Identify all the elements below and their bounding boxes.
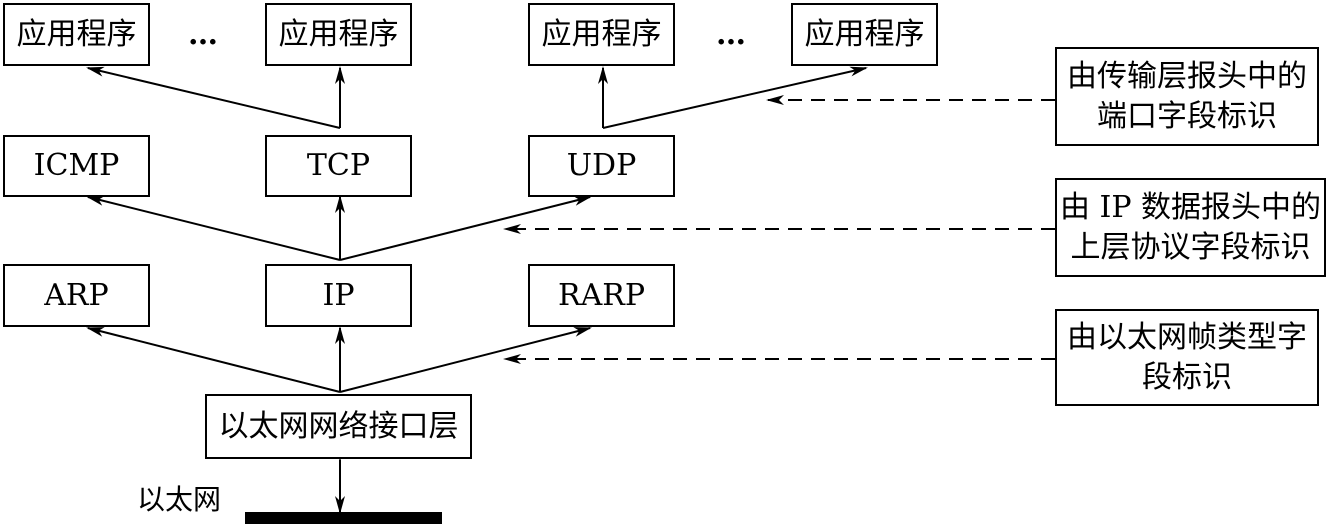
icmp-label: ICMP — [33, 148, 120, 183]
ellipsis-left: … — [188, 17, 220, 52]
udp-label: UDP — [566, 148, 637, 183]
icmp-box: ICMP — [3, 135, 150, 197]
arrow-tcp-app1 — [86, 66, 341, 129]
ethernet-type-note: 由以太网帧类型字 段标识 — [1055, 309, 1319, 406]
arp-box: ARP — [3, 264, 150, 327]
port-field-note: 由传输层报头中的 端口字段标识 — [1055, 47, 1319, 146]
ellipsis-right: … — [716, 17, 748, 52]
ip-box: IP — [265, 264, 412, 327]
port-note-line2: 端口字段标识 — [1097, 98, 1277, 134]
tcp-label: TCP — [306, 148, 371, 183]
rarp-box: RARP — [528, 264, 675, 327]
arrow-ip-udp — [339, 196, 592, 261]
ethernet-interface-label: 以太网网络接口层 — [218, 408, 459, 444]
arrow-udp-app4 — [602, 66, 868, 129]
arp-label: ARP — [44, 277, 109, 313]
application-box-3: 应用程序 — [528, 3, 675, 66]
application-label: 应用程序 — [804, 16, 925, 52]
ip-note-line2: 上层协议字段标识 — [1070, 229, 1311, 265]
udp-box: UDP — [528, 135, 675, 197]
ethernet-label: 以太网 — [137, 483, 222, 516]
ethernet-interface-box: 以太网网络接口层 — [205, 394, 472, 459]
ip-protocol-note: 由 IP 数据报头中的 上层协议字段标识 — [1055, 178, 1326, 277]
ethernet-medium-bar — [245, 512, 442, 524]
eth-note-line2: 段标识 — [1142, 359, 1232, 395]
arrow-eth-rarp — [339, 327, 592, 393]
application-label: 应用程序 — [541, 16, 662, 52]
application-box-4: 应用程序 — [791, 3, 938, 66]
ip-note-line1: 由 IP 数据报头中的 — [1059, 189, 1322, 225]
application-box-1: 应用程序 — [3, 3, 150, 66]
application-box-2: 应用程序 — [265, 3, 412, 66]
rarp-label: RARP — [557, 277, 646, 313]
application-label: 应用程序 — [16, 16, 137, 52]
ip-label: IP — [322, 277, 355, 313]
application-label: 应用程序 — [278, 16, 399, 52]
eth-note-line1: 由以太网帧类型字 — [1067, 319, 1307, 355]
arrow-ip-icmp — [86, 196, 341, 261]
port-note-line1: 由传输层报头中的 — [1067, 58, 1307, 94]
arrow-eth-arp — [86, 327, 341, 393]
tcp-box: TCP — [265, 135, 412, 197]
